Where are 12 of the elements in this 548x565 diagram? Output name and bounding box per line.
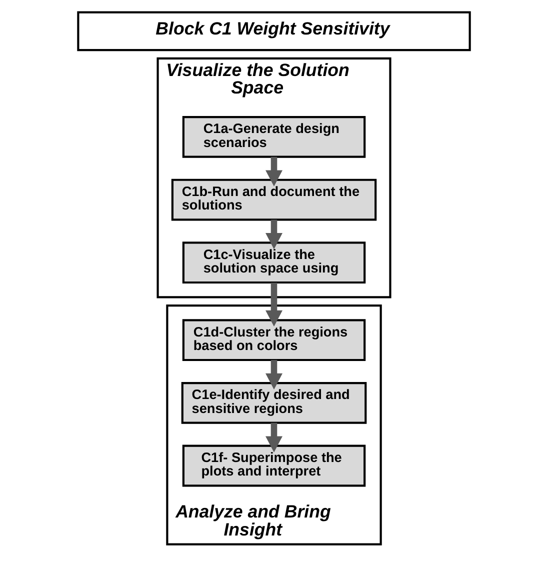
node-box: C1b-Run and document the solutions [171, 178, 377, 221]
arrow [266, 360, 282, 390]
arrow [266, 422, 282, 452]
node-box: C1c-Visualize the solution space using [182, 242, 366, 284]
arrow [266, 220, 282, 250]
node-box: C1e-Identify desired and sensitive regions [181, 382, 367, 424]
arrow [266, 282, 282, 327]
node-box: C1d-Cluster the regions based on colors [182, 319, 366, 362]
node-box: C1f- Superimpose the plots and interpret [182, 444, 366, 487]
node-box: Block C1 Weight Sensitivity [77, 11, 471, 52]
node-box: C1a-Generate design scenarios [182, 116, 366, 158]
arrow [266, 156, 282, 186]
